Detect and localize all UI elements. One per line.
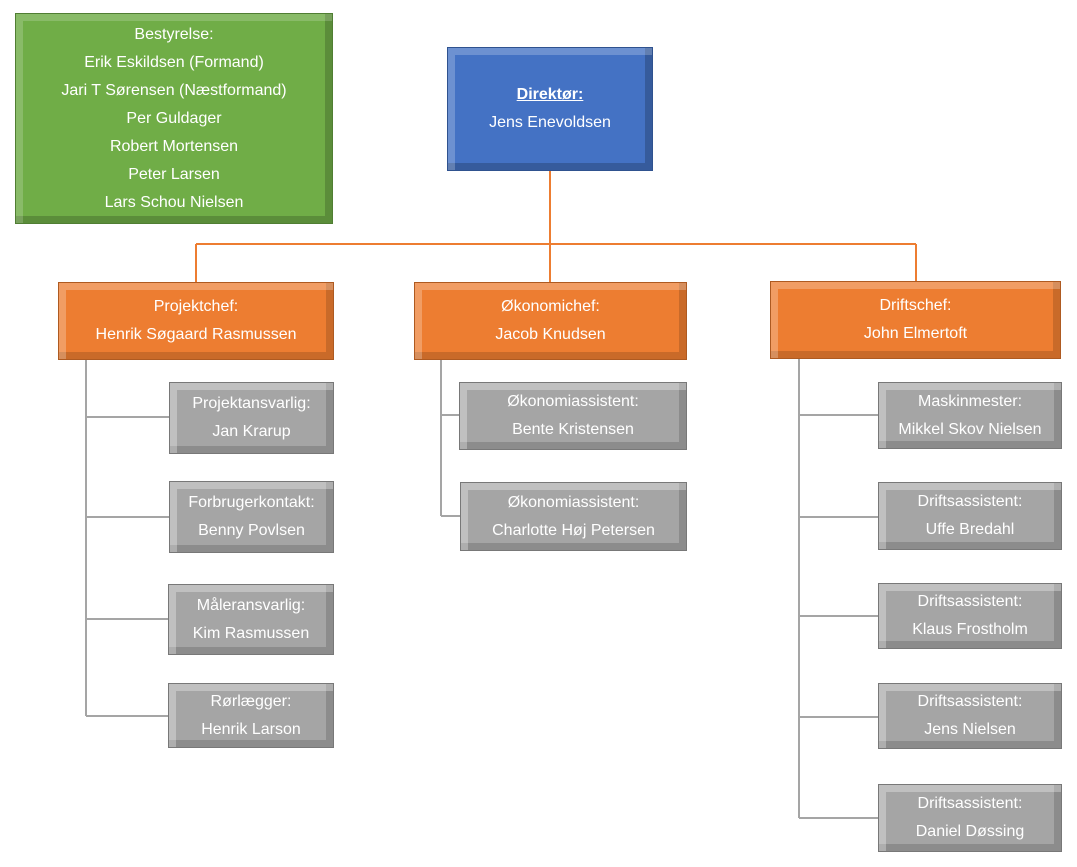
board-box: Bestyrelse: Erik Eskildsen (Formand) Jar… [15, 13, 333, 224]
staff-box: Driftsassistent: Jens Nielsen [878, 683, 1062, 749]
staff-name: Benny Povlsen [198, 522, 305, 539]
staff-box: Projektansvarlig: Jan Krarup [169, 382, 334, 454]
director-box: Direktør: Jens Enevoldsen [447, 47, 653, 171]
staff-role: Driftsassistent: [917, 593, 1023, 610]
staff-role: Forbrugerkontakt: [188, 494, 315, 511]
board-member: Lars Schou Nielsen [104, 193, 244, 211]
staff-name: Daniel Døssing [915, 823, 1025, 840]
department-name: Henrik Søgaard Rasmussen [95, 326, 297, 343]
director-name: Jens Enevoldsen [489, 114, 611, 131]
staff-name: Mikkel Skov Nielsen [898, 420, 1042, 438]
staff-box: Forbrugerkontakt: Benny Povlsen [169, 481, 334, 553]
staff-box: Måleransvarlig: Kim Rasmussen [168, 584, 334, 655]
department-role: Økonomichef: [501, 298, 600, 315]
staff-role: Måleransvarlig: [196, 596, 306, 614]
staff-name: Klaus Frostholm [912, 621, 1028, 638]
staff-role: Projektansvarlig: [192, 395, 311, 412]
projektchef-connectors [85, 360, 169, 717]
staff-name: Henrik Larson [201, 720, 301, 738]
director-connectors [195, 171, 917, 282]
staff-box: Driftsassistent: Daniel Døssing [878, 784, 1062, 852]
department-name: John Elmertoft [863, 325, 968, 342]
staff-name: Jens Nielsen [924, 721, 1016, 738]
board-title: Bestyrelse: [134, 25, 214, 43]
director-role: Direktør: [516, 86, 584, 103]
staff-role: Rørlægger: [210, 692, 292, 710]
board-member: Robert Mortensen [109, 137, 239, 155]
staff-role: Økonomiassistent: [507, 493, 640, 511]
staff-name: Uffe Bredahl [925, 521, 1015, 538]
staff-role: Driftsassistent: [917, 795, 1023, 812]
staff-role: Driftsassistent: [917, 693, 1023, 710]
staff-box: Økonomiassistent: Charlotte Høj Petersen [460, 482, 687, 551]
staff-box: Rørlægger: Henrik Larson [168, 683, 334, 748]
department-box-projektchef: Projektchef: Henrik Søgaard Rasmussen [58, 282, 334, 360]
department-name: Jacob Knudsen [495, 326, 606, 343]
department-role: Driftschef: [879, 297, 952, 314]
staff-box: Økonomiassistent: Bente Kristensen [459, 382, 687, 450]
staff-box: Driftsassistent: Klaus Frostholm [878, 583, 1062, 649]
staff-name: Charlotte Høj Petersen [492, 521, 655, 539]
staff-box: Driftsassistent: Uffe Bredahl [878, 482, 1062, 550]
driftschef-connectors [798, 358, 878, 819]
department-box-oekonomichef: Økonomichef: Jacob Knudsen [414, 282, 687, 360]
staff-role: Maskinmester: [917, 392, 1023, 410]
department-box-driftschef: Driftschef: John Elmertoft [770, 281, 1061, 359]
department-role: Projektchef: [153, 298, 239, 315]
staff-box: Maskinmester: Mikkel Skov Nielsen [878, 382, 1062, 449]
board-member: Jari T Sørensen (Næstformand) [61, 81, 287, 99]
board-member: Per Guldager [126, 109, 222, 127]
board-member: Peter Larsen [128, 165, 220, 183]
staff-role: Økonomiassistent: [507, 393, 639, 410]
staff-name: Bente Kristensen [512, 421, 634, 438]
staff-role: Driftsassistent: [917, 493, 1023, 510]
board-member: Erik Eskildsen (Formand) [84, 53, 264, 71]
oekonomichef-connectors [440, 360, 460, 517]
staff-name: Kim Rasmussen [192, 624, 310, 642]
staff-name: Jan Krarup [212, 423, 291, 440]
